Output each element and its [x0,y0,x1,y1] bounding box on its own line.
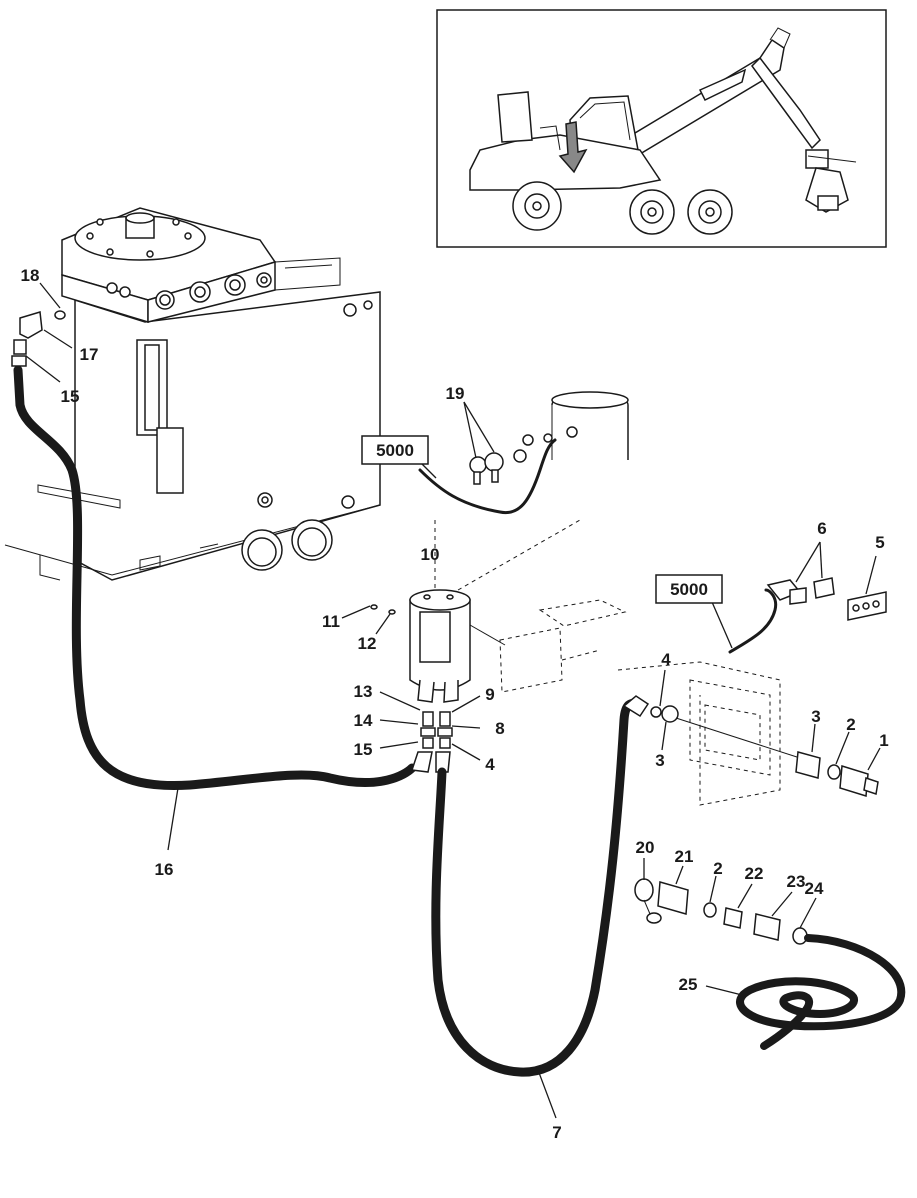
callout-20: 20 [636,838,655,857]
callout-10: 10 [421,545,440,564]
callout-17: 17 [80,345,99,364]
callout-2: 2 [846,715,855,734]
hose-16 [13,365,417,791]
callout-6: 6 [817,519,826,538]
callout-8: 8 [495,719,504,738]
callout-24: 24 [805,879,824,898]
callout-12: 12 [358,634,377,653]
callout-4: 4 [661,650,671,669]
level-sensor-assembly [418,391,629,515]
callout-7: 7 [552,1123,561,1142]
return-filter [409,589,471,773]
callout-9: 9 [485,685,494,704]
callout-16: 16 [155,860,174,879]
elbow-fitting [11,310,66,367]
leader-lines [25,282,881,1119]
filter-bracket [370,519,627,693]
callout-1: 1 [879,731,888,750]
callout-15: 15 [61,387,80,406]
coupling-elbow [622,695,801,759]
callout-3: 3 [811,707,820,726]
callout-19: 19 [446,384,465,403]
callout-22: 22 [745,864,764,883]
callout-4: 4 [485,755,495,774]
callout-25: 25 [679,975,698,994]
callout-11: 11 [322,612,340,631]
callout-21: 21 [675,847,694,866]
reference-box-5000-upper: 5000 [361,435,429,465]
callout-23: 23 [787,872,806,891]
callout-14: 14 [354,711,373,730]
callout-3: 3 [655,751,664,770]
callout-13: 13 [354,682,373,701]
quick-coupling-1 [795,751,879,797]
callout-labels: 1 2 2 3 3 4 4 5 6 7 8 9 10 11 12 13 14 1… [21,266,889,1142]
reference-label: 5000 [670,580,708,599]
switch-assembly [728,577,887,654]
machine-overview-inset [436,9,887,248]
hose-7 [431,699,645,1077]
service-coupling-kit [634,878,808,945]
hose-25 [736,934,906,1050]
callout-15: 15 [354,740,373,759]
hydraulic-tank [4,207,381,581]
callout-18: 18 [21,266,40,285]
callout-5: 5 [875,533,884,552]
bulkhead-panel [617,661,781,806]
reference-label: 5000 [376,441,414,460]
reference-box-5000-lower: 5000 [655,574,723,604]
callout-2: 2 [713,859,722,878]
